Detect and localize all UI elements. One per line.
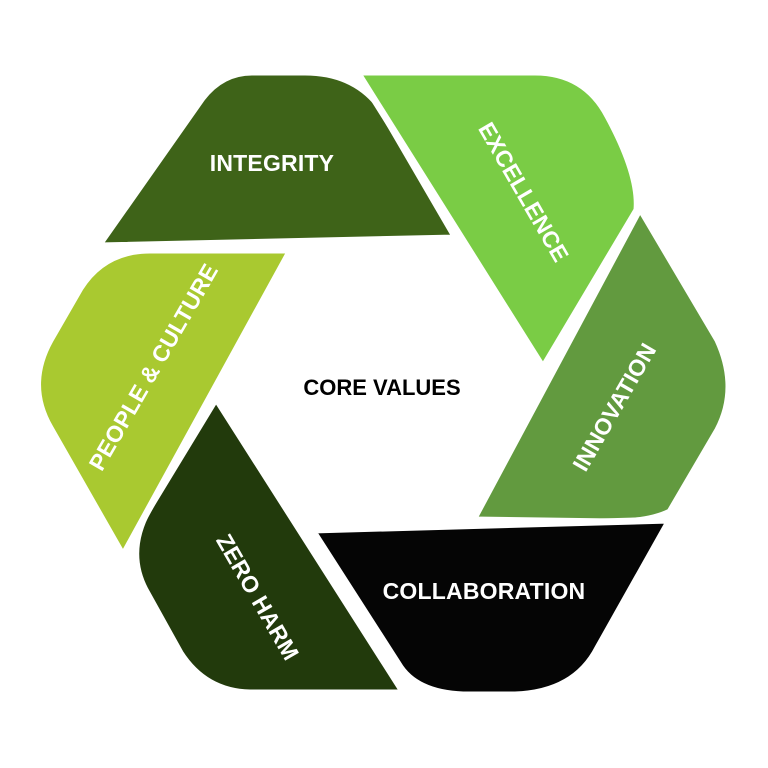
segment-excellence-shape <box>353 68 641 372</box>
segment-integrity-label: INTEGRITY <box>210 150 334 176</box>
segment-collaboration-label: COLLABORATION <box>383 578 586 604</box>
center-title: CORE VALUES <box>303 375 460 400</box>
segment-collaboration-shape <box>308 516 674 699</box>
segment-people-culture-shape <box>34 246 295 560</box>
